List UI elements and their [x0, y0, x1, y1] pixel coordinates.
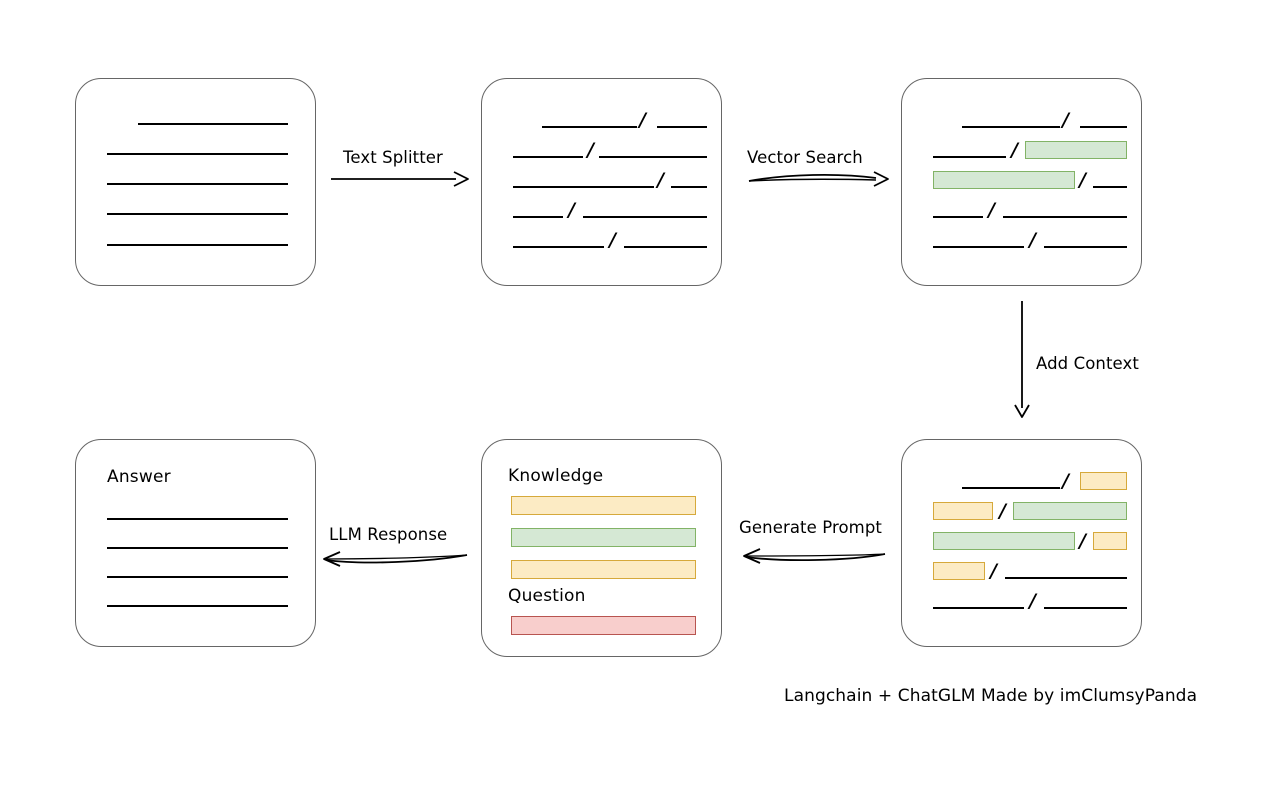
highlight-yellow	[1080, 472, 1127, 490]
chunk-line	[1093, 186, 1127, 188]
highlight-yellow	[1093, 532, 1127, 550]
edge-label-text-splitter: Text Splitter	[343, 148, 443, 167]
chunk-separator: /	[587, 139, 594, 161]
highlight-green	[933, 171, 1075, 189]
highlight-green	[1013, 502, 1127, 520]
node-split-chunks[interactable]: / / / / /	[481, 78, 722, 286]
chunk-line	[962, 487, 1060, 489]
chunk-line	[933, 607, 1024, 609]
doc-line	[138, 123, 288, 125]
chunk-separator: /	[609, 229, 616, 251]
doc-line	[107, 183, 288, 185]
chunk-line	[583, 216, 707, 218]
chunk-line	[513, 156, 583, 158]
arrow-add-context	[1014, 301, 1030, 418]
highlight-yellow	[933, 502, 993, 520]
doc-line	[107, 518, 288, 520]
knowledge-bar-3	[511, 560, 696, 579]
node-answer[interactable]: Answer	[75, 439, 316, 647]
chunk-separator: /	[1062, 109, 1069, 131]
highlight-yellow	[933, 562, 985, 580]
chunk-line	[542, 126, 637, 128]
arrow-vector-search	[748, 171, 889, 187]
chunk-line	[1044, 246, 1127, 248]
highlight-green	[1025, 141, 1127, 159]
arrow-llm-response	[323, 551, 468, 567]
node-prompt[interactable]: Knowledge Question	[481, 439, 722, 657]
chunk-separator: /	[999, 500, 1006, 522]
arrow-generate-prompt	[743, 548, 886, 564]
chunk-separator: /	[1011, 139, 1018, 161]
chunk-separator: /	[1079, 530, 1086, 552]
doc-line	[107, 605, 288, 607]
edge-label-vector-search: Vector Search	[747, 148, 863, 167]
answer-heading: Answer	[107, 467, 171, 487]
chunk-line	[1044, 607, 1127, 609]
chunk-line	[933, 156, 1006, 158]
chunk-separator: /	[1029, 590, 1036, 612]
chunk-separator: /	[1029, 229, 1036, 251]
knowledge-bar-2	[511, 528, 696, 547]
chunk-separator: /	[657, 169, 664, 191]
diagram-caption: Langchain + ChatGLM Made by imClumsyPand…	[784, 686, 1198, 706]
doc-line	[107, 213, 288, 215]
node-context-chunks[interactable]: / / / / /	[901, 439, 1142, 647]
knowledge-bar-1	[511, 496, 696, 515]
node-source-document[interactable]	[75, 78, 316, 286]
chunk-line	[657, 126, 707, 128]
highlight-green	[933, 532, 1075, 550]
chunk-line	[513, 246, 604, 248]
chunk-separator: /	[1079, 169, 1086, 191]
chunk-line	[962, 126, 1060, 128]
doc-line	[107, 244, 288, 246]
question-heading: Question	[508, 586, 586, 606]
question-bar	[511, 616, 696, 635]
node-matched-chunks[interactable]: / / / / /	[901, 78, 1142, 286]
chunk-separator: /	[1062, 470, 1069, 492]
arrow-text-splitter	[331, 171, 469, 187]
chunk-separator: /	[988, 199, 995, 221]
chunk-line	[599, 156, 707, 158]
chunk-line	[933, 246, 1024, 248]
doc-line	[107, 547, 288, 549]
chunk-line	[1005, 577, 1127, 579]
edge-label-generate-prompt: Generate Prompt	[739, 518, 882, 537]
chunk-line	[513, 216, 563, 218]
doc-line	[107, 576, 288, 578]
chunk-line	[1003, 216, 1127, 218]
edge-label-add-context: Add Context	[1036, 354, 1139, 373]
chunk-line	[933, 216, 983, 218]
edge-label-llm-response: LLM Response	[329, 525, 448, 544]
chunk-line	[1080, 126, 1127, 128]
chunk-line	[671, 186, 707, 188]
chunk-line	[624, 246, 707, 248]
chunk-separator: /	[568, 199, 575, 221]
chunk-line	[513, 186, 654, 188]
chunk-separator: /	[990, 560, 997, 582]
knowledge-heading: Knowledge	[508, 466, 604, 486]
doc-line	[107, 153, 288, 155]
chunk-separator: /	[639, 109, 646, 131]
